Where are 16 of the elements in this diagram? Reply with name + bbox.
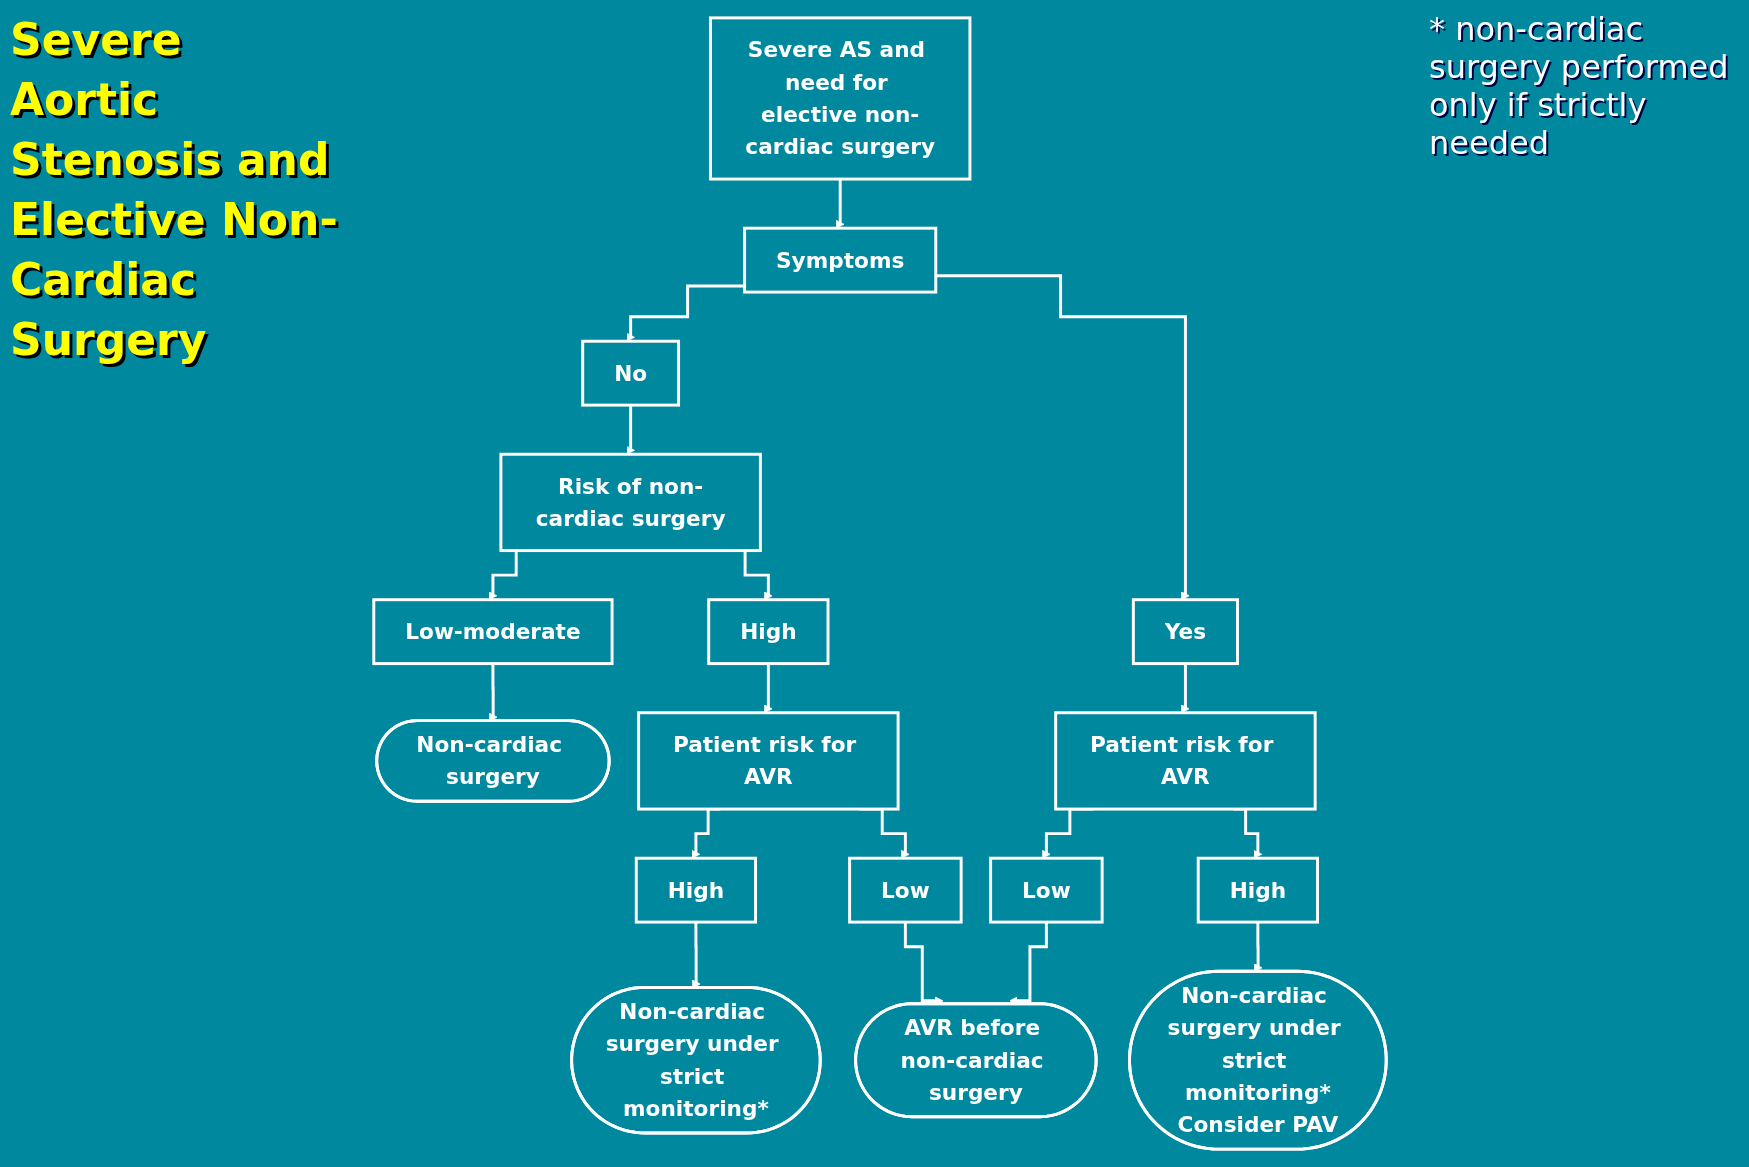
node-box: High [1196,856,1319,924]
node-box: Low-moderate [372,598,614,666]
node-box: Severe AS and need for elective non-cardiac surgery [708,16,972,181]
node-box: Low [848,856,963,924]
node-box: High [634,856,758,924]
node-box: No [581,339,681,407]
node-box: Yes [1131,598,1239,666]
node-box: Risk of non-cardiac surgery [499,452,762,553]
title: Severe Aortic Stenosis and Elective Non-Cardiac Surgery [10,13,339,367]
node-box: Patient risk for AVR [1054,711,1317,811]
arrow [626,284,745,342]
node-box: Patient risk for AVR [637,711,900,811]
footnote: * non-cardiac surgery performed only if strictly needed [1429,10,1729,162]
node-box: Symptoms [743,226,938,294]
node-box: High [707,598,830,666]
node-box: Low [989,856,1104,924]
